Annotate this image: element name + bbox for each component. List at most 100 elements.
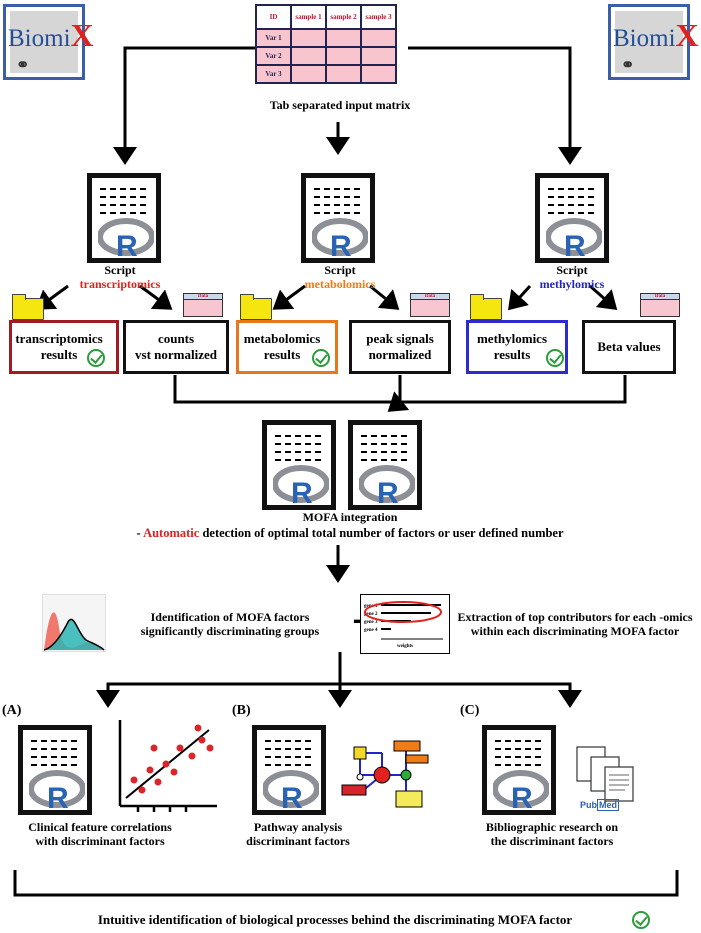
mofa-description-text: detection of optimal total number of fac… <box>199 526 564 540</box>
logo-text: Biomi <box>613 25 676 52</box>
text-line <box>275 443 321 445</box>
data-table-icon: Data <box>640 293 680 317</box>
density-plot-icon <box>41 593 107 653</box>
factor-identification-text: Identification of MOFA factors significa… <box>140 610 320 638</box>
mofa-description: - Automatic detection of optimal total n… <box>80 526 620 540</box>
matrix-row-label: Var 1 <box>255 28 292 48</box>
mofa-automatic: Automatic <box>143 526 200 540</box>
conclusion-text: Intuitive identification of biological p… <box>97 912 573 927</box>
result-box-beta-values: Beta values <box>582 320 676 374</box>
text-line <box>265 756 311 758</box>
r-script-doc-pathway: R <box>252 725 326 815</box>
text-line <box>31 740 77 742</box>
result-label: Beta values <box>597 339 661 354</box>
text-line <box>100 188 146 190</box>
result-box-transcriptomics: transcriptomics results <box>9 320 119 374</box>
text-line <box>314 212 360 214</box>
r-logo-icon: R <box>98 218 154 260</box>
svg-text:R: R <box>47 782 69 812</box>
matrix-header: sample 2 <box>325 4 362 30</box>
text-line <box>31 748 77 750</box>
r-script-doc-bibliographic: R <box>482 725 556 815</box>
text-line <box>548 212 594 214</box>
svg-text:R: R <box>377 477 399 507</box>
biomix-logo-left: BiomiX ⚭ <box>3 4 94 80</box>
factor-extraction-text: Extraction of top contributors for each … <box>457 610 693 638</box>
result-box-metabolomics: metabolomics results <box>236 320 338 374</box>
r-logo-icon: R <box>359 465 415 507</box>
svg-text:R: R <box>116 230 138 260</box>
r-script-doc-mofa-1: R <box>262 420 336 510</box>
matrix-row-label: Var 3 <box>255 64 292 84</box>
result-box-counts: counts vst normalized <box>123 320 229 374</box>
script-name: methylomics <box>539 277 605 291</box>
logo-accent: X <box>70 17 94 53</box>
text-line <box>265 764 311 766</box>
script-name: metabolomics <box>304 277 376 291</box>
paperclip-icon: ⚭ <box>16 57 30 74</box>
text-line <box>265 740 311 742</box>
branch-letter-a: (A) <box>2 703 22 718</box>
text-line <box>361 459 407 461</box>
r-logo-icon: R <box>493 770 549 812</box>
weights-label: weights <box>397 644 413 649</box>
checkmark-icon <box>87 349 105 367</box>
r-logo-icon: R <box>312 218 368 260</box>
scatter-plot-icon <box>114 718 219 813</box>
checkmark-icon <box>632 911 650 929</box>
r-logo-icon: R <box>273 465 329 507</box>
r-script-doc-methylomics: R <box>535 173 609 263</box>
text-line <box>495 740 541 742</box>
text-line <box>100 212 146 214</box>
result-label: counts vst normalized <box>135 331 217 362</box>
result-label: metabolomics results <box>243 331 321 362</box>
matrix-row-label: Var 2 <box>255 46 292 66</box>
text-line <box>548 204 594 206</box>
biomix-logo-right: BiomiX ⚭ <box>608 4 699 80</box>
text-line <box>314 188 360 190</box>
mofa-title: MOFA integration <box>302 510 398 524</box>
text-line <box>361 451 407 453</box>
documents-icon <box>575 745 645 807</box>
svg-text:R: R <box>511 782 533 812</box>
svg-text:R: R <box>564 230 586 260</box>
result-box-peak-signals: peak signals normalized <box>349 320 451 374</box>
result-label: methylomics results <box>476 331 548 362</box>
r-script-doc-mofa-2: R <box>348 420 422 510</box>
r-logo-icon: R <box>263 770 319 812</box>
r-logo-icon: R <box>29 770 85 812</box>
pathway-diagram-icon <box>340 735 432 813</box>
data-table-icon: Data <box>410 293 450 317</box>
text-line <box>548 196 594 198</box>
folder-icon <box>12 294 44 320</box>
matrix-header: sample 3 <box>360 4 397 30</box>
script-label-methylomics: Script methylomics <box>512 263 632 291</box>
branch-caption-clinical: Clinical feature correlations with discr… <box>28 820 172 848</box>
gene-label: gene 4 <box>364 628 378 633</box>
text-line <box>548 188 594 190</box>
r-script-doc-transcriptomics: R <box>87 173 161 263</box>
matrix-header: ID <box>255 4 292 30</box>
script-label-transcriptomics: Script transcriptomics <box>60 263 180 291</box>
logo-accent: X <box>675 17 699 53</box>
script-prefix: Script <box>324 263 356 277</box>
text-line <box>275 435 321 437</box>
script-prefix: Script <box>556 263 588 277</box>
text-line <box>265 748 311 750</box>
text-line <box>100 196 146 198</box>
data-icon-label: Data <box>411 294 449 300</box>
data-icon-label: Data <box>184 294 222 300</box>
branch-letter-c: (C) <box>460 703 480 718</box>
text-line <box>31 764 77 766</box>
branch-caption-bibliographic: Bibliographic research on the discrimina… <box>485 820 619 848</box>
branch-letter-b: (B) <box>232 703 251 718</box>
result-label: peak signals normalized <box>366 331 434 362</box>
branch-caption-pathway: Pathway analysis discriminant factors <box>246 820 350 848</box>
text-line <box>495 764 541 766</box>
pubmed-med: Med <box>597 799 619 811</box>
text-line <box>361 435 407 437</box>
input-matrix: ID sample 1 sample 2 sample 3 Var 1 Var … <box>255 4 397 84</box>
weights-plot-icon: gene 1 gene 2 gene 3 gene 4 weights <box>360 594 450 654</box>
r-script-doc-clinical: R <box>18 725 92 815</box>
